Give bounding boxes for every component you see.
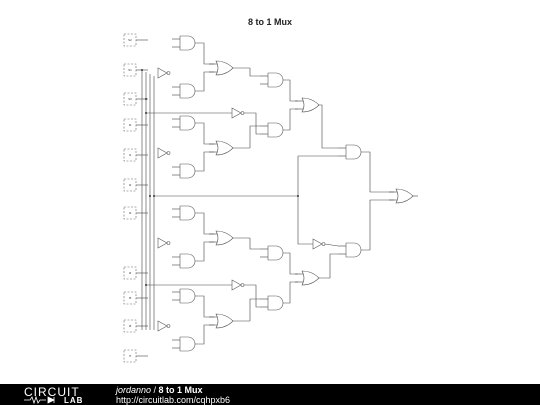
wire — [319, 253, 338, 279]
inverter — [157, 67, 168, 79]
input-pin-label: I0 — [129, 123, 132, 127]
inverter — [231, 107, 242, 119]
wire — [146, 112, 260, 135]
junction-dot — [145, 284, 147, 286]
wire — [194, 42, 214, 65]
and-gate — [267, 245, 284, 261]
wire — [360, 151, 394, 251]
input-pin-label: I6 — [129, 324, 132, 328]
wire — [249, 238, 260, 321]
and-gate — [345, 144, 362, 160]
or-gate — [215, 60, 234, 76]
not-bubble — [240, 283, 245, 287]
junction-dot — [141, 69, 143, 71]
logo-resistor-icon — [24, 396, 55, 404]
inverter — [312, 238, 323, 250]
diagram-title: 8 to 1 Mux — [247, 17, 292, 27]
design-name: 8 to 1 Mux — [158, 385, 203, 395]
wire — [194, 151, 214, 172]
input-pin-label: I5 — [129, 296, 132, 300]
and-gate-upper — [179, 205, 196, 221]
author-name[interactable]: jordanno — [116, 385, 152, 395]
not-bubble — [166, 151, 171, 155]
inverter — [157, 320, 168, 332]
and-gate-lower — [179, 253, 196, 269]
or-gate — [215, 140, 234, 156]
input-pin-label: I1 — [129, 153, 132, 157]
junction-dot — [297, 195, 299, 197]
not-bubble — [166, 324, 171, 328]
wire — [282, 252, 298, 304]
inverter — [231, 279, 242, 291]
wire — [319, 104, 338, 149]
not-bubble — [240, 111, 245, 115]
input-pin-label: I2 — [129, 183, 132, 187]
and-gate-lower — [179, 336, 196, 352]
author-line: jordanno / 8 to 1 Mux — [116, 385, 203, 395]
and-gate — [345, 242, 362, 258]
not-bubble — [321, 242, 326, 246]
design-url[interactable]: http://circuitlab.com/cqhpxb6 — [116, 395, 231, 405]
wire — [194, 212, 214, 235]
and-gate-upper — [179, 35, 196, 51]
input-pin-label: I3 — [129, 211, 132, 215]
input-pin-label: I7 — [129, 354, 132, 358]
or-gate — [395, 188, 414, 204]
wire — [194, 324, 214, 345]
wire — [194, 295, 214, 318]
wire — [194, 122, 214, 145]
separator: / — [151, 385, 159, 395]
footer-bar: CIRCUIT LAB jordanno / 8 to 1 Mux http:/… — [0, 384, 540, 405]
circuitlab-logo[interactable]: CIRCUIT — [24, 385, 80, 399]
or-gate — [301, 97, 320, 113]
or-gate — [301, 270, 320, 286]
wire — [194, 71, 214, 92]
input-pin-label: S0 — [128, 97, 132, 101]
wire — [249, 68, 260, 148]
wire — [146, 284, 260, 308]
junction-dot — [153, 195, 155, 197]
wire — [154, 155, 339, 247]
not-bubble — [166, 241, 171, 245]
or-gate — [215, 230, 234, 246]
and-gate — [267, 122, 284, 138]
or-gate — [215, 313, 234, 329]
logic-gates — [157, 35, 414, 352]
input-pin-label: I4 — [129, 271, 132, 275]
and-gate-lower — [179, 83, 196, 99]
not-bubble — [166, 71, 171, 75]
input-pin-label: S2 — [128, 38, 132, 42]
junction-dot — [149, 195, 151, 197]
wires — [136, 38, 418, 357]
wire — [194, 241, 214, 262]
junction-dot — [145, 98, 147, 100]
input-pin-label: S1 — [128, 68, 132, 72]
and-gate-upper — [179, 115, 196, 131]
and-gate-upper — [179, 288, 196, 304]
junction-dot — [145, 112, 147, 114]
inverter — [157, 237, 168, 249]
and-gate — [267, 72, 284, 88]
and-gate — [267, 295, 284, 311]
wire — [282, 79, 298, 131]
inverter — [157, 147, 168, 159]
and-gate-lower — [179, 163, 196, 179]
logo-lab-text: LAB — [64, 396, 84, 405]
